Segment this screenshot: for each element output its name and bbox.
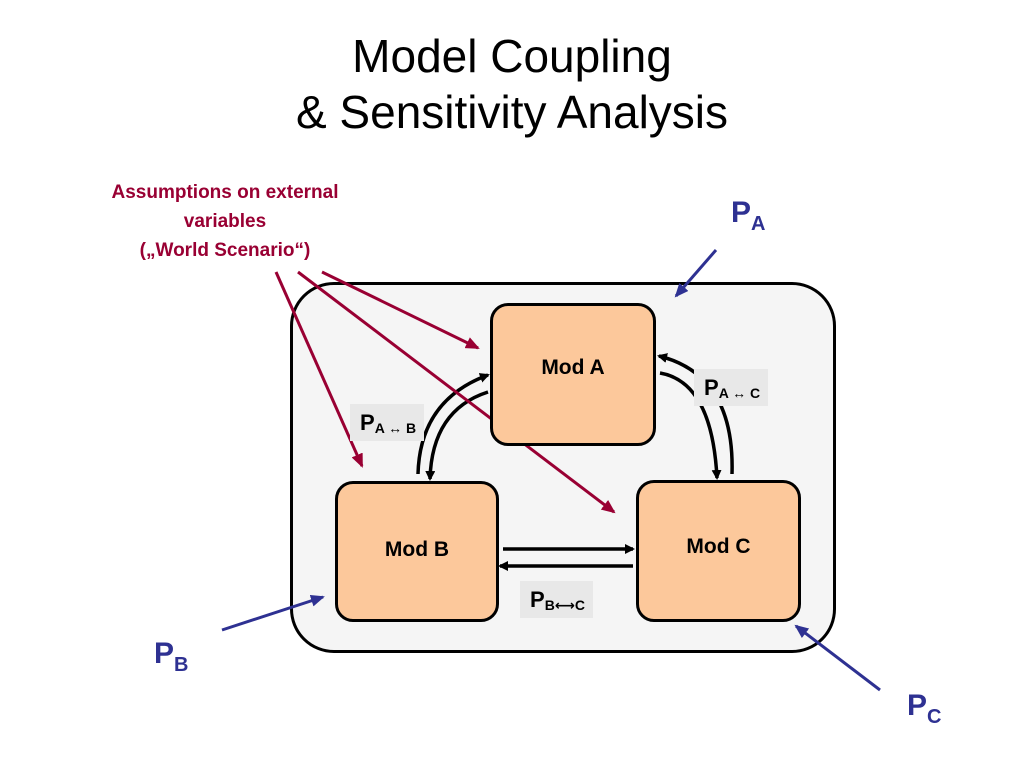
param-a-c-sub: A ↔ C	[718, 385, 761, 401]
assumptions-label: Assumptions on external variables („Worl…	[60, 178, 390, 265]
assumptions-line-1: Assumptions on external	[111, 182, 339, 203]
title-line-2: & Sensitivity Analysis	[295, 86, 729, 138]
external-param-b: PB	[154, 637, 189, 676]
mod-b-label: Mod B	[384, 537, 450, 561]
external-param-c-sub: C	[927, 706, 942, 728]
assumption-arrow-to-mod-a	[321, 270, 480, 350]
external-param-b-sub: B	[174, 654, 189, 676]
param-b-c-sub: B⟷C	[544, 597, 585, 613]
assumption-arrow-to-mod-b	[274, 271, 364, 468]
mod-a-label: Mod A	[541, 355, 605, 379]
param-label-b-c: PB⟷C	[520, 581, 593, 618]
param-a-b-sub: A ↔ B	[374, 420, 417, 436]
arrow-b-to-a	[416, 373, 490, 475]
external-param-a-base: P	[731, 196, 752, 229]
external-param-a: PA	[731, 196, 766, 235]
assumption-arrow-to-mod-c	[297, 270, 616, 514]
mod-a-box: Mod A	[490, 303, 656, 446]
param-a-c-base: P	[704, 375, 719, 400]
page-title: Model Coupling & Sensitivity Analysis	[0, 28, 1024, 140]
external-param-a-sub: A	[751, 213, 766, 235]
external-arrow-p-a	[674, 249, 718, 298]
mod-c-box: Mod C	[636, 480, 801, 622]
param-label-a-b: PA ↔ B	[350, 404, 425, 441]
assumptions-line-3: („World Scenario“)	[139, 240, 311, 261]
external-param-c: PC	[907, 689, 942, 728]
title-line-1: Model Coupling	[352, 30, 672, 82]
assumptions-line-2: variables	[183, 211, 267, 232]
external-arrow-p-c	[794, 624, 881, 692]
param-b-c-base: P	[530, 587, 545, 612]
arrow-a-to-b	[425, 390, 489, 481]
param-a-b-base: P	[360, 410, 375, 435]
param-label-a-c: PA ↔ C	[694, 369, 769, 406]
mod-c-label: Mod C	[686, 535, 751, 558]
external-arrow-p-b	[221, 595, 325, 632]
external-param-b-base: P	[154, 637, 175, 670]
mod-b-box: Mod B	[335, 481, 499, 622]
external-param-c-base: P	[907, 689, 928, 722]
